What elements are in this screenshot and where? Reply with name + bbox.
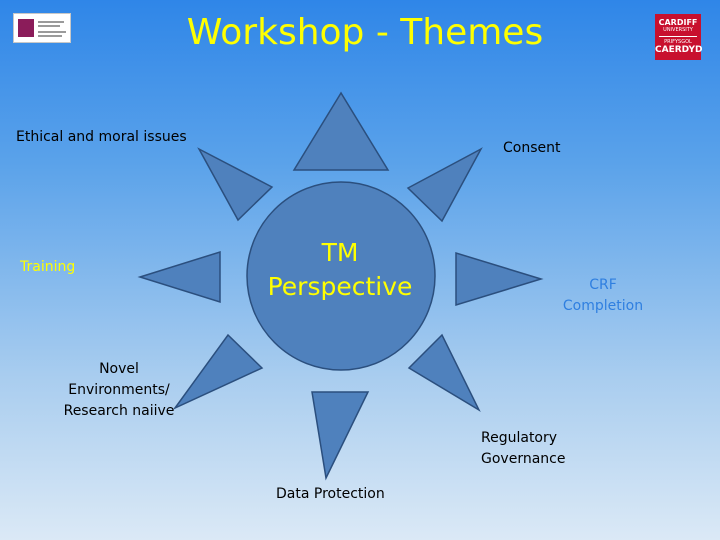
label-regulatory-line-2: Governance — [481, 451, 566, 467]
arrow-top-left — [197, 147, 274, 222]
center-circle — [246, 181, 436, 371]
label-crf-line-2: Completion — [562, 298, 644, 314]
arrow-right — [455, 251, 544, 307]
label-data-protection: Data Protection — [276, 486, 385, 502]
label-ethical: Ethical and moral issues — [16, 129, 187, 145]
logo-line-1: CARDIFF — [658, 18, 698, 27]
label-regulatory: Regulatory Governance — [481, 428, 565, 470]
label-consent: Consent — [503, 140, 561, 156]
logo-divider — [659, 36, 697, 37]
label-regulatory-line-1: Regulatory — [481, 430, 558, 446]
logo-text-line — [38, 31, 66, 33]
organisation-logo-mark — [18, 19, 34, 37]
logo-line-3: PRIFYSGOL — [664, 39, 692, 45]
logo-line-4: CAERDYD — [655, 45, 703, 55]
label-crf-line-1: CRF — [589, 277, 617, 293]
label-crf: CRF Completion — [543, 275, 663, 317]
center-label: TM Perspective — [250, 236, 430, 304]
logo-text-line — [38, 25, 60, 27]
arrow-left — [137, 250, 221, 304]
center-label-line-2: Perspective — [267, 272, 413, 301]
center-label-line-1: TM — [321, 238, 359, 267]
label-novel: Novel Environments/ Research naiive — [54, 359, 184, 422]
arrow-bottom-left — [172, 333, 264, 410]
arrow-bottom — [311, 391, 370, 481]
cardiff-university-logo: CARDIFF UNIVERSITY PRIFYSGOL CAERDYD — [655, 14, 703, 60]
logo-text-line — [38, 21, 64, 23]
label-training: Training — [20, 259, 76, 275]
arrow-top — [292, 91, 390, 171]
label-novel-line-3: Research naiive — [63, 403, 175, 419]
arrow-bottom-right — [407, 333, 481, 412]
organisation-logo — [13, 13, 71, 43]
logo-text-line — [38, 35, 62, 37]
logo-line-2: UNIVERSITY — [663, 27, 693, 33]
arrow-top-right — [406, 147, 483, 223]
slide-title: Workshop - Themes — [186, 12, 544, 53]
label-novel-line-2: Environments/ — [68, 382, 170, 398]
label-novel-line-1: Novel — [99, 361, 139, 377]
